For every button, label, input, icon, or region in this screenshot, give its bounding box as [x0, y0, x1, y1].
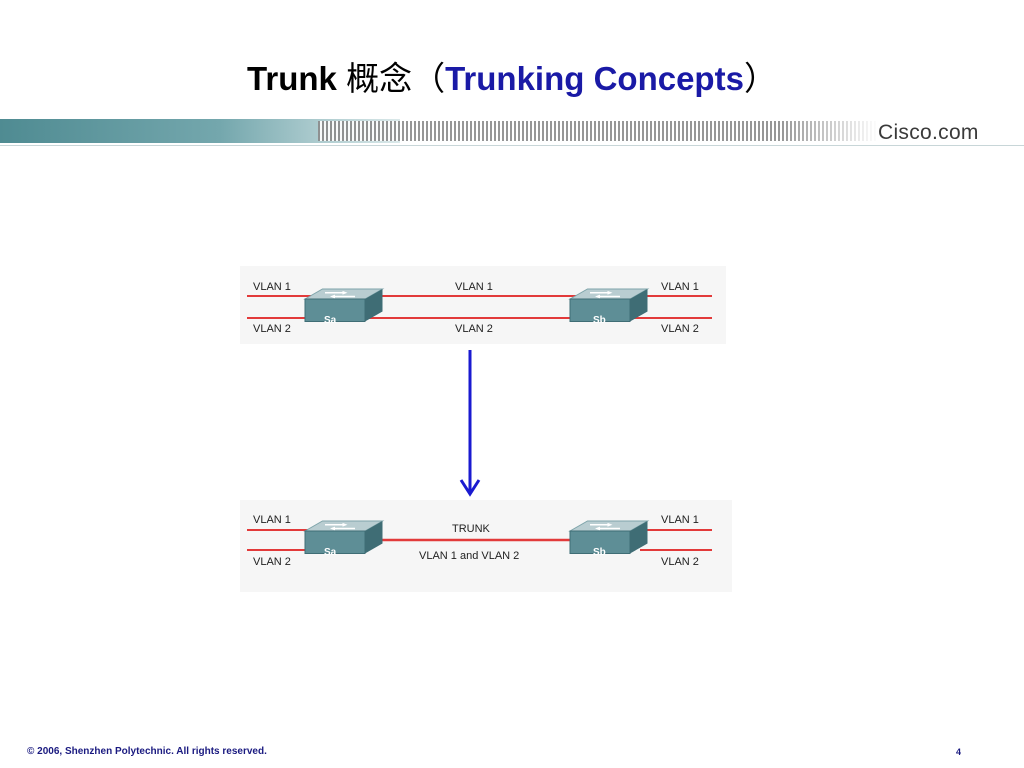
bottom-switch-b-label: Sb	[593, 547, 606, 558]
title-suffix: ）	[743, 59, 777, 98]
header-band	[0, 116, 1024, 146]
bottom-trunk-label: TRUNK	[452, 523, 491, 535]
top-left-vlan2-label: VLAN 2	[253, 323, 291, 335]
bottom-left-vlan2-label: VLAN 2	[253, 556, 291, 568]
page-number: 4	[956, 747, 962, 757]
bottom-switch-a-label: Sa	[324, 547, 337, 558]
top-switch-b-icon	[569, 288, 649, 323]
footer-copyright: © 2006, Shenzhen Polytechnic. All rights…	[27, 746, 267, 757]
title-accent: Trunking Concepts	[445, 60, 744, 97]
title-cjk: 概念（	[346, 59, 446, 98]
brand-logo: Cisco.com	[878, 121, 979, 144]
title-prefix: Trunk	[247, 60, 347, 97]
top-switch-b-label: Sb	[593, 315, 606, 326]
top-switch-a-label: Sa	[324, 315, 337, 326]
top-mid-vlan1-label: VLAN 1	[455, 281, 493, 293]
header-divider	[0, 145, 1024, 146]
top-right-vlan2-label: VLAN 2	[661, 323, 699, 335]
top-switch-a-icon	[304, 288, 384, 323]
bottom-trunk-sub-label: VLAN 1 and VLAN 2	[419, 550, 519, 562]
top-left-vlan1-label: VLAN 1	[253, 281, 291, 293]
bottom-diagram: Sa Sb VLAN 1 VLAN 2 TRUNK VLAN 1 and VLA…	[240, 500, 732, 592]
top-right-vlan1-label: VLAN 1	[661, 281, 699, 293]
bottom-switch-b-icon	[569, 520, 649, 555]
slide-title: Trunk 概念（Trunking Concepts）	[0, 52, 1024, 100]
bottom-right-vlan2-label: VLAN 2	[661, 556, 699, 568]
header-barcode-stripes	[318, 121, 878, 141]
bottom-left-vlan1-label: VLAN 1	[253, 514, 291, 526]
top-diagram: Sa Sb VLAN 1 VLAN 2 VLAN 1 VLAN 2 VLAN 1…	[240, 266, 726, 344]
down-arrow-icon	[459, 350, 481, 497]
header-fade	[780, 121, 890, 141]
bottom-switch-a-icon	[304, 520, 384, 555]
bottom-right-vlan1-label: VLAN 1	[661, 514, 699, 526]
top-mid-vlan2-label: VLAN 2	[455, 323, 493, 335]
